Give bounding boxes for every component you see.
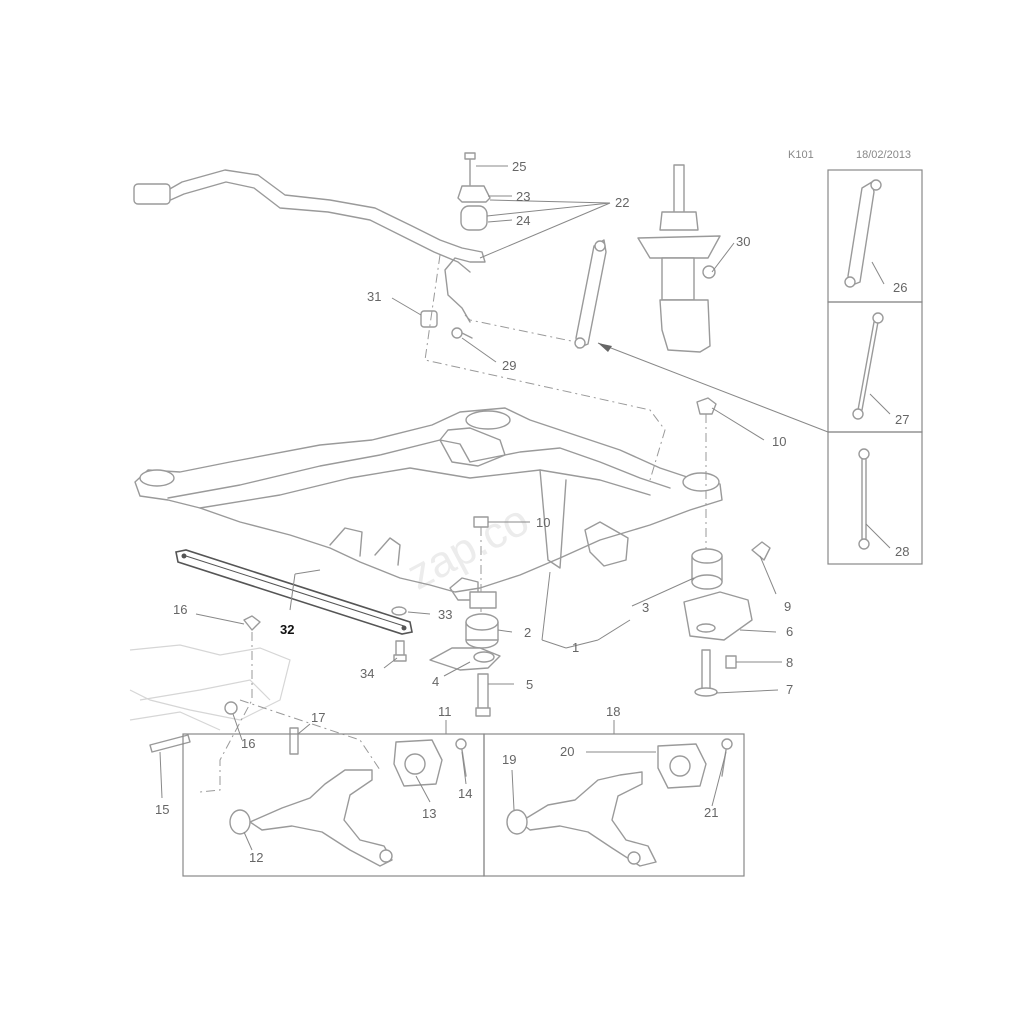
bracket-part-6[interactable] — [683, 591, 753, 641]
callout-16-lower: 16 — [241, 736, 255, 751]
callout-20: 20 — [560, 744, 574, 759]
suspension-strut[interactable] — [637, 164, 721, 353]
callout-25: 25 — [512, 159, 526, 174]
leader-line — [294, 569, 321, 575]
callout-5: 5 — [526, 677, 533, 692]
callout-10-center: 10 — [536, 515, 550, 530]
bolt-part-7[interactable] — [694, 649, 718, 697]
link-part-27[interactable] — [852, 312, 884, 420]
assembly-line — [199, 632, 253, 793]
callout-10-right: 10 — [772, 434, 786, 449]
callout-9: 9 — [784, 599, 791, 614]
assembly-line — [464, 314, 577, 343]
link-part-28[interactable] — [858, 448, 870, 550]
brace-plate-part-32[interactable] — [175, 549, 413, 635]
callout-7: 7 — [786, 682, 793, 697]
nut-part-16[interactable] — [243, 615, 261, 631]
callout-31: 31 — [367, 289, 381, 304]
bolt-part-5[interactable] — [475, 673, 491, 717]
callout-12: 12 — [249, 850, 263, 865]
stabilizer-clamp-group[interactable] — [457, 152, 491, 231]
callout-22: 22 — [615, 195, 629, 210]
callout-13: 13 — [422, 806, 436, 821]
callout-33: 33 — [438, 607, 452, 622]
callout-27: 27 — [895, 412, 909, 427]
callout-11: 11 — [438, 704, 452, 719]
callout-16-upper: 16 — [173, 602, 187, 617]
callout-30: 30 — [736, 234, 750, 249]
assembly-line — [424, 254, 666, 481]
bushing-part-2[interactable] — [465, 591, 499, 649]
bolt-part-17[interactable] — [289, 727, 299, 755]
bushing-part-31[interactable] — [420, 310, 438, 328]
callout-24: 24 — [516, 213, 530, 228]
bolt-part-15[interactable] — [149, 734, 191, 753]
bracket-part-4[interactable] — [429, 647, 501, 671]
callout-labels: 1 2 3 4 5 6 7 8 9 10 10 11 12 13 14 15 1… — [155, 159, 909, 865]
nut-part-16-lower[interactable] — [224, 701, 238, 715]
callout-28: 28 — [895, 544, 909, 559]
callout-1: 1 — [572, 640, 579, 655]
diagram-code: K101 — [788, 149, 814, 161]
link-part-26[interactable] — [844, 179, 882, 288]
leader-lines — [159, 165, 891, 851]
callout-4: 4 — [432, 674, 439, 689]
stabilizer-bar[interactable] — [133, 169, 486, 323]
callout-21: 21 — [704, 805, 718, 820]
callout-32-highlighted: 32 — [280, 622, 294, 637]
leader-line — [597, 342, 829, 433]
callout-19: 19 — [502, 752, 516, 767]
bushing-part-3[interactable] — [691, 548, 723, 590]
bolt-part-34[interactable] — [393, 640, 407, 662]
callout-3: 3 — [642, 600, 649, 615]
assembly-line — [239, 699, 381, 771]
leader-line — [289, 573, 296, 611]
arrow-head — [598, 343, 612, 352]
callout-18: 18 — [606, 704, 620, 719]
callout-15: 15 — [155, 802, 169, 817]
watermark-text: zap.co — [399, 495, 536, 599]
bolt-part-29[interactable] — [451, 327, 473, 339]
callout-8: 8 — [786, 655, 793, 670]
diagram-date: 18/02/2013 — [856, 149, 911, 161]
control-arm-right[interactable] — [506, 738, 733, 867]
subframe-crossmember[interactable] — [134, 407, 723, 601]
callout-34: 34 — [360, 666, 374, 681]
callout-17: 17 — [311, 710, 325, 725]
stabilizer-link[interactable] — [574, 239, 607, 349]
body-structure-ghost — [129, 644, 291, 731]
bolt-part-8[interactable] — [725, 655, 737, 669]
callout-26: 26 — [893, 280, 907, 295]
callout-23: 23 — [516, 189, 530, 204]
washer-part-33[interactable] — [391, 606, 407, 616]
control-arm-left[interactable] — [229, 738, 467, 867]
callout-14: 14 — [458, 786, 472, 801]
callout-2: 2 — [524, 625, 531, 640]
callout-6: 6 — [786, 624, 793, 639]
link-panel-28 — [827, 431, 923, 565]
callout-29: 29 — [502, 358, 516, 373]
